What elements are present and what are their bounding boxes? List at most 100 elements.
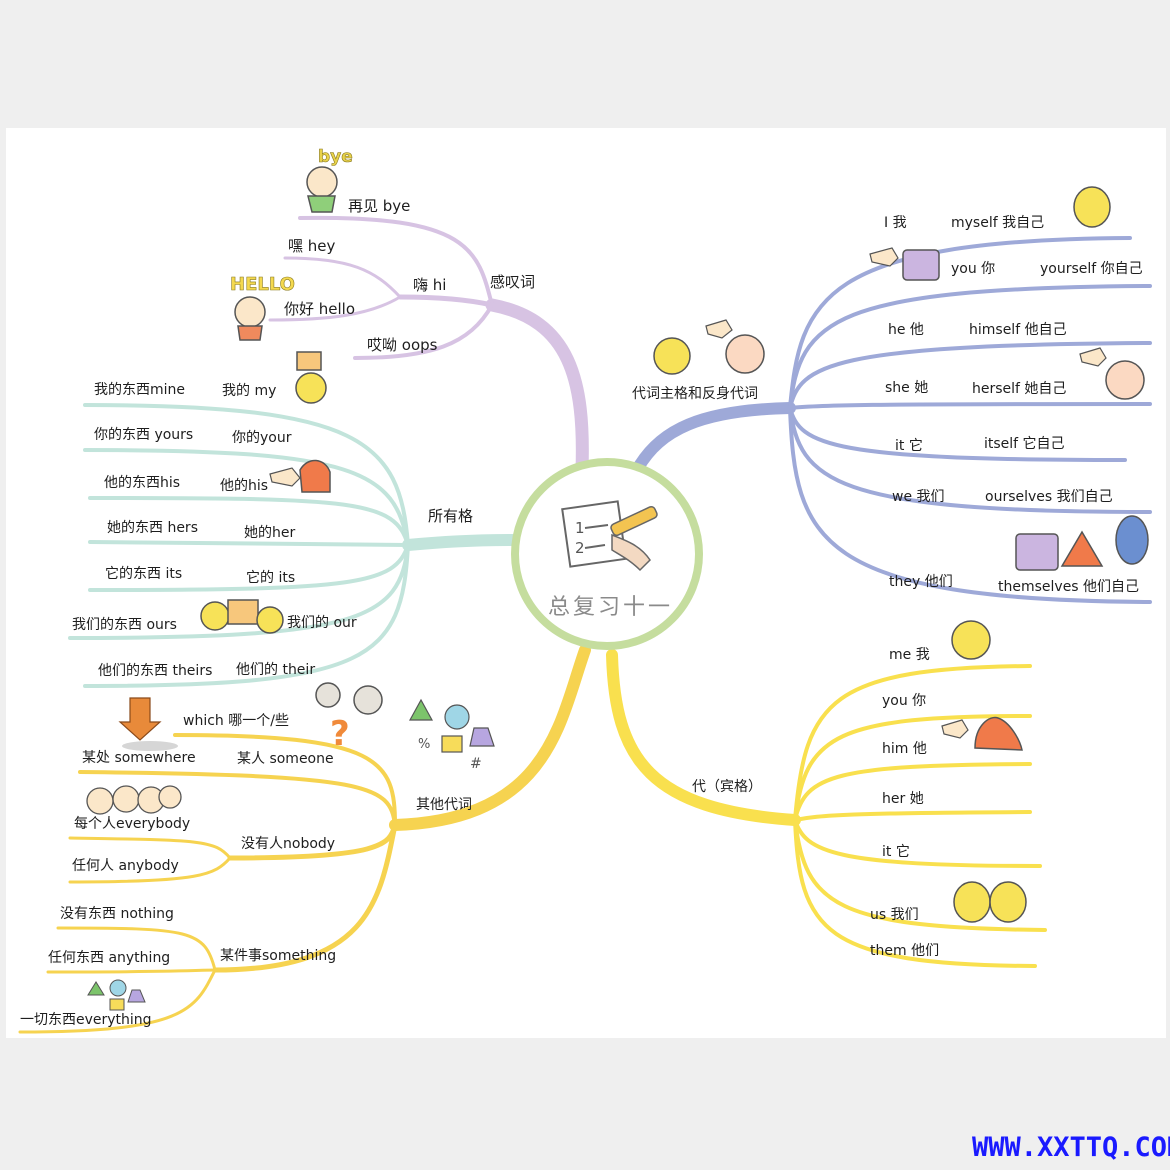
other-somewhere: 某处 somewhere	[82, 750, 196, 766]
possessive-pronoun-hers: 她的东西 hers	[107, 520, 198, 536]
svg-text:?: ?	[330, 714, 350, 754]
branch-anything-line	[46, 968, 217, 974]
branch-ourselves-line	[788, 406, 1152, 514]
branch-herself-line	[788, 402, 1152, 410]
branch-exclamations-main	[485, 298, 589, 477]
possessive-branch-label[interactable]: 所有格	[428, 507, 474, 525]
objective-him: him 他	[882, 741, 927, 757]
reflexive-itself: itself 它自己	[984, 436, 1065, 452]
yellow-character-me-icon	[951, 620, 991, 660]
pointing-orange-character-icon	[941, 716, 1023, 751]
branch-hers-line	[88, 540, 410, 547]
branch-its-line	[88, 543, 410, 592]
other-someone: 某人 someone	[237, 751, 334, 767]
branch-him-line	[793, 762, 1032, 822]
branch-objective	[606, 649, 1047, 968]
branch-her-line	[793, 810, 1032, 822]
branch-possessive	[68, 403, 526, 688]
objective-me: me 我	[889, 647, 930, 663]
exclamation-bye: 再见 bye	[348, 197, 411, 215]
branch-everybody-line	[68, 836, 232, 860]
possessive-pronoun-its: 它的东西 its	[105, 566, 183, 582]
possessive-pronoun-mine: 我的东西mine	[94, 382, 186, 398]
branch-itself-line	[788, 406, 1127, 462]
other-branch-label[interactable]: 其他代词	[416, 797, 472, 813]
branch-hey-line	[283, 256, 402, 299]
bye-doodle-text: bye	[318, 147, 353, 167]
center-node[interactable]: 1 2	[511, 458, 703, 650]
branch-them-line	[793, 818, 1037, 968]
reflexive-yourself: yourself 你自己	[1040, 261, 1143, 277]
watermark-url[interactable]: WWW.XXTTQ.COM	[972, 1132, 1170, 1163]
exclamation-hi: 嗨 hi	[413, 276, 447, 294]
pointing-hand-icon	[269, 459, 331, 493]
objective-us: us 我们	[870, 907, 919, 923]
branch-you-line	[793, 714, 1032, 822]
peach-character-icon	[1079, 347, 1145, 400]
pointing-lavender-character-icon	[869, 247, 940, 281]
reflexive-himself: himself 他自己	[969, 322, 1067, 338]
branch-objective-main	[606, 649, 801, 826]
branch-himself-line	[788, 341, 1152, 410]
branch-yourself-line	[788, 284, 1152, 410]
other-something: 某件事something	[220, 948, 337, 964]
branch-myself-line	[788, 236, 1132, 410]
objective-branch-label[interactable]: 代（宾格）	[692, 779, 762, 795]
percent-doodle: %	[418, 737, 430, 752]
other-everybody: 每个人everybody	[74, 816, 191, 832]
possessive-adjective-his: 他的his	[220, 478, 269, 494]
hello-doodle-text: HELLO	[230, 274, 295, 295]
possessive-pronoun-yours: 你的东西 yours	[94, 427, 194, 443]
possessive-pronoun-ours: 我们的东西 ours	[72, 617, 177, 633]
exclamations-branch-label[interactable]: 感叹词	[490, 273, 536, 291]
other-everything: 一切东西everything	[20, 1012, 152, 1028]
objective-them: them 他们	[870, 943, 940, 959]
other-nothing: 没有东西 nothing	[60, 906, 174, 922]
notepad-icon: 1 2	[561, 500, 658, 572]
other-anything: 任何东西 anything	[48, 950, 171, 966]
branch-other-main	[389, 644, 591, 831]
objective-you: you 你	[882, 693, 927, 709]
exclamation-hello: 你好 hello	[284, 300, 356, 318]
branch-me-line	[793, 664, 1032, 822]
branch-ours-line	[68, 543, 410, 640]
hello-character-icon: HELLO	[230, 274, 295, 341]
subject-reflexive-branch-label[interactable]: 代词主格和反身代词	[632, 386, 758, 402]
possessive-adjective-my: 我的 my	[222, 383, 277, 399]
branch-someone-line	[78, 770, 397, 827]
branch-exclamations	[268, 215, 589, 477]
other-nobody: 没有人nobody	[241, 836, 336, 852]
branch-anybody-line	[68, 856, 232, 884]
group-heads-icon	[86, 785, 182, 815]
exclamation-oops: 哎呦 oops	[367, 336, 438, 354]
two-yellow-characters-us-icon	[953, 881, 1027, 923]
possessive-adjective-their: 他们的 their	[236, 662, 316, 678]
branch-subject-main	[632, 402, 796, 474]
objective-her: her 她	[882, 791, 924, 807]
branch-his-line	[88, 496, 410, 547]
small-shapes-doodle-icon	[87, 979, 146, 1011]
branch-hello-line	[268, 295, 402, 322]
svg-text:1: 1	[575, 519, 585, 537]
center-title[interactable]: 总复习十一	[548, 595, 674, 620]
branch-everything-line	[18, 968, 217, 1034]
two-yellow-characters-box-icon	[200, 599, 284, 634]
branch-themselves-line	[788, 406, 1152, 604]
subject-she: she 她	[885, 380, 929, 396]
possessive-pronoun-his: 他的东西his	[104, 475, 181, 491]
subject-it: it 它	[895, 438, 923, 454]
possessive-adjective-its: 它的 its	[246, 570, 296, 586]
reflexive-herself: herself 她自己	[972, 381, 1067, 397]
possessive-adjective-her: 她的her	[244, 525, 296, 541]
reflexive-myself: myself 我自己	[951, 215, 1045, 231]
other-which: which 哪一个/些	[183, 713, 289, 729]
subject-we: we 我们	[892, 489, 945, 505]
shapes-doodle-icon: % #	[408, 698, 495, 772]
subject-he: he 他	[888, 322, 924, 338]
possessive-adjective-our: 我们的 our	[287, 615, 357, 631]
subject-you: you 你	[951, 261, 996, 277]
branch-other	[18, 644, 591, 1034]
subject-they: they 他们	[889, 574, 953, 590]
two-characters-pointing-icon	[653, 319, 765, 375]
reflexive-themselves: themselves 他们自己	[998, 579, 1140, 595]
